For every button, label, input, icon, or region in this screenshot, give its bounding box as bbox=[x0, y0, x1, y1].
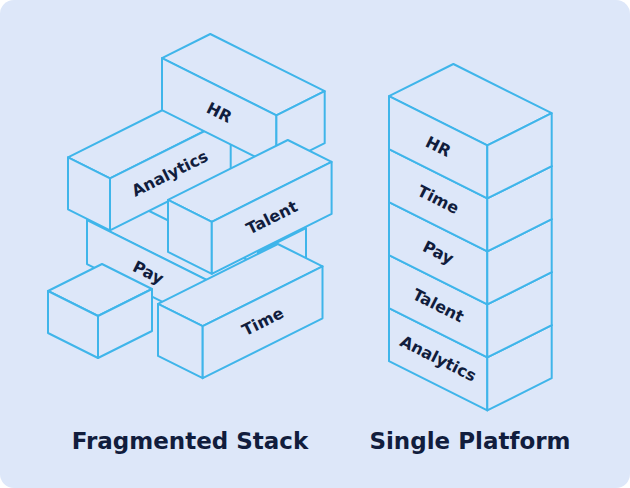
block-face bbox=[203, 266, 323, 378]
block-outline bbox=[387, 62, 554, 200]
block-outline bbox=[156, 242, 324, 380]
block-face bbox=[158, 304, 203, 378]
block-face bbox=[68, 157, 110, 230]
block-face bbox=[389, 308, 487, 410]
isometric-block: HR bbox=[387, 62, 554, 200]
stack-caption: Single Platform bbox=[369, 430, 570, 453]
isometric-block: Talent bbox=[166, 138, 334, 276]
stack-caption: Fragmented Stack bbox=[72, 430, 309, 453]
block-face bbox=[487, 325, 551, 410]
block-outline bbox=[166, 138, 334, 276]
isometric-block: Time bbox=[156, 242, 324, 380]
